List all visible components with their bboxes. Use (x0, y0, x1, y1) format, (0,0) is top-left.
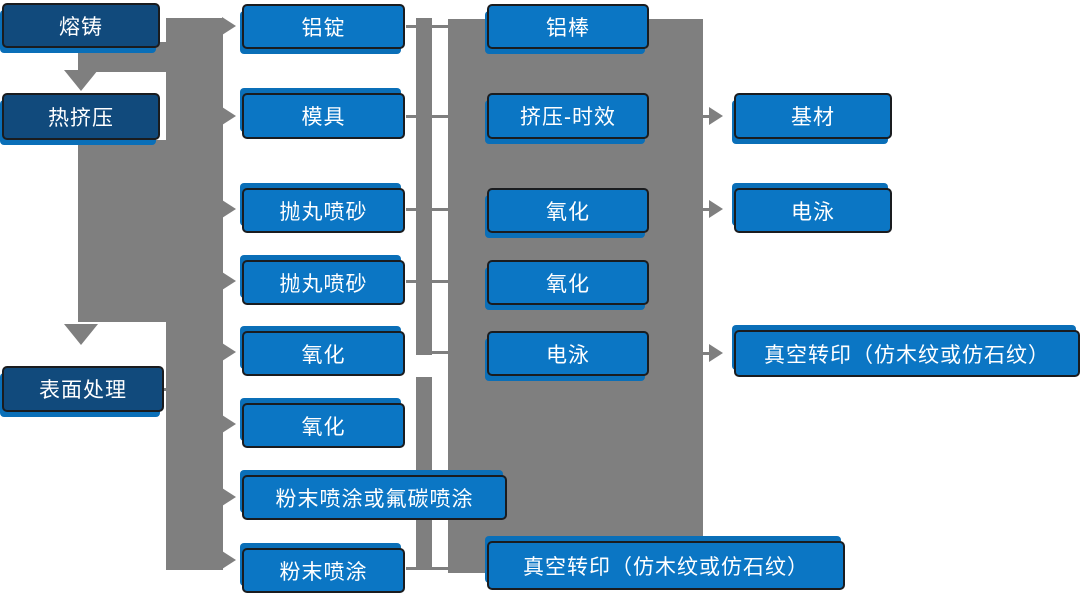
connector-bus-mid-bottom (416, 377, 432, 570)
connector-arrow-to-oxidation-2 (222, 415, 236, 433)
connector-arrow-to-aluminum-ingot (222, 17, 236, 35)
connector-stem-to-substrate (701, 115, 711, 118)
node-extrusion-aging: 挤压-时效 (487, 93, 649, 139)
connector-arrow-to-powder-or-fluorocarbon (222, 488, 236, 506)
connector-arrow-to-substrate (709, 107, 723, 125)
node-aluminum-rod: 铝棒 (487, 4, 649, 49)
connector-bus-mid-top (416, 18, 432, 355)
connector-stub-under-hot-extrusion (78, 140, 166, 322)
node-electrophoresis-1: 电泳 (487, 331, 649, 376)
node-vacuum-transfer-print-2: 真空转印（仿木纹或仿石纹） (734, 330, 1080, 377)
node-oxidation-2: 氧化 (242, 403, 405, 448)
connector-line-row-electrophoresis (430, 351, 448, 354)
node-shot-blasting-2: 抛丸喷砂 (242, 260, 405, 305)
connector-stem-to-electrophoresis-2 (701, 208, 711, 211)
connector-stem-to-vacuum-transfer-2 (701, 352, 711, 355)
node-oxidation-4: 氧化 (487, 260, 649, 305)
connector-line-surface-treatment (160, 388, 170, 391)
connector-line-row-mold (406, 115, 448, 118)
node-surface-treatment: 表面处理 (2, 366, 164, 412)
node-substrate: 基材 (734, 93, 892, 139)
connector-arrow-to-oxidation-1 (222, 343, 236, 361)
connector-arrow-down-to-hot-extrusion (64, 70, 98, 91)
connector-arrow-to-vacuum-transfer-2 (709, 344, 723, 362)
node-vacuum-transfer-print-1: 真空转印（仿木纹或仿石纹） (487, 541, 845, 590)
node-aluminum-ingot: 铝锭 (242, 4, 405, 49)
connector-trunk-left (166, 18, 223, 570)
node-oxidation-3: 氧化 (487, 188, 649, 233)
node-oxidation-1: 氧化 (242, 331, 405, 376)
connector-arrow-to-shot-blasting-1 (222, 200, 236, 218)
connector-line-row-shot-blasting-1 (406, 208, 448, 211)
connector-arrow-to-mold (222, 107, 236, 125)
connector-arrow-down-to-surface-treatment (64, 324, 98, 345)
node-electrophoresis-2: 电泳 (734, 188, 892, 233)
node-mold: 模具 (242, 93, 405, 139)
node-powder-or-fluorocarbon-coating: 粉末喷涂或氟碳喷涂 (242, 475, 507, 520)
node-powder-coating: 粉末喷涂 (242, 548, 405, 593)
connector-line-row-ingot (406, 25, 448, 28)
connector-arrow-to-powder-coating (222, 551, 236, 569)
connector-arrow-to-electrophoresis-2 (709, 200, 723, 218)
node-shot-blasting-1: 抛丸喷砂 (242, 188, 405, 233)
node-melt-casting: 熔铸 (2, 3, 160, 48)
connector-arrow-to-shot-blasting-2 (222, 272, 236, 290)
connector-line-row-shot-blasting-2 (406, 280, 448, 283)
connector-line-row-powder-coating (406, 567, 448, 570)
node-hot-extrusion: 热挤压 (2, 93, 160, 140)
